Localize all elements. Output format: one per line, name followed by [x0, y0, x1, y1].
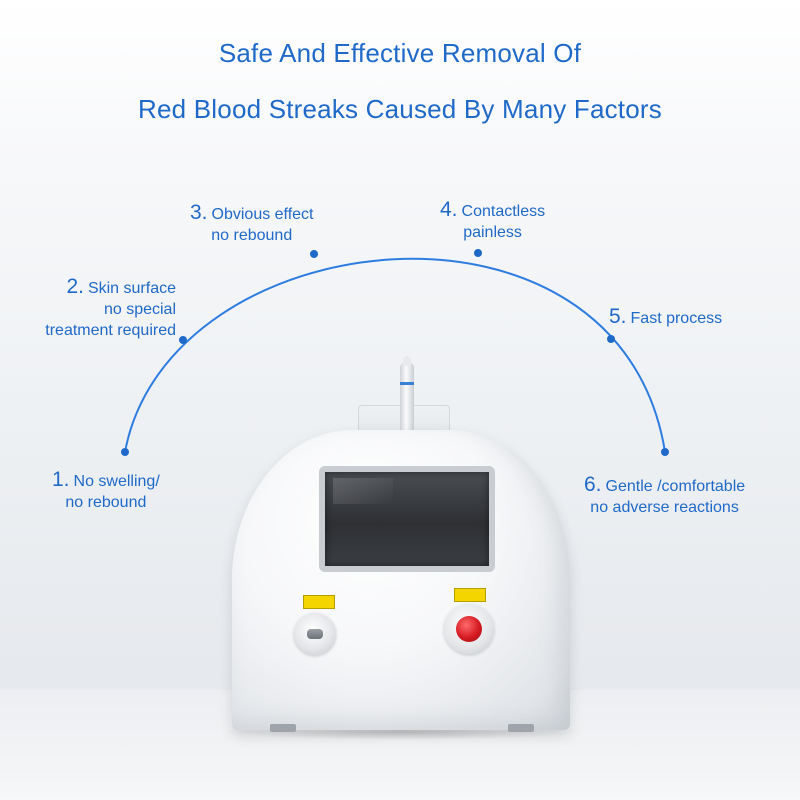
laser-handpiece [400, 356, 414, 448]
arc-dot-icon [310, 250, 318, 258]
feature-text: no special [103, 301, 176, 318]
feature-text: Fast process [630, 310, 723, 327]
handpiece-tip [403, 356, 411, 366]
emergency-stop-button [456, 616, 482, 642]
feature-text: no rebound [65, 494, 147, 511]
feature-text: Obvious effect [211, 206, 314, 223]
arc-dot-icon [607, 335, 615, 343]
feature-number: 1. [52, 468, 70, 491]
feature-text: Gentle /comfortable [605, 478, 746, 495]
arc-dot-icon [474, 249, 482, 257]
key-switch-icon [294, 613, 336, 655]
feature-3: 3.Obvious effect no rebound [190, 202, 314, 246]
feature-text: no adverse reactions [590, 499, 739, 516]
device-screen [319, 466, 495, 572]
arc-dot-icon [661, 448, 669, 456]
arc-dot-icon [121, 448, 129, 456]
feature-5: 5.Fast process [609, 306, 722, 329]
feature-4: 4.Contactless painless [440, 199, 545, 243]
feature-text: no rebound [211, 227, 293, 244]
feature-number: 4. [440, 198, 458, 221]
feature-2: 2.Skin surface no special treatment requ… [20, 276, 176, 341]
device-foot [508, 724, 534, 732]
feature-number: 6. [584, 473, 602, 496]
feature-6: 6.Gentle /comfortable no adverse reactio… [584, 474, 745, 518]
emergency-stop-icon [444, 604, 494, 654]
feature-number: 3. [190, 201, 208, 224]
feature-1: 1.No swelling/ no rebound [52, 469, 160, 513]
feature-text: painless [463, 224, 522, 241]
feature-number: 5. [609, 305, 627, 328]
device-foot [270, 724, 296, 732]
warning-sticker [303, 595, 335, 609]
handpiece-ring [400, 382, 414, 385]
feature-text: treatment required [45, 322, 176, 339]
headline-line-2: Red Blood Streaks Caused By Many Factors [138, 94, 662, 124]
feature-number: 2. [66, 275, 84, 298]
feature-text: No swelling/ [73, 473, 160, 490]
feature-text: Contactless [461, 203, 546, 220]
warning-sticker [454, 588, 486, 602]
feature-text: Skin surface [87, 280, 176, 297]
key-slot [307, 629, 323, 639]
headline-line-1: Safe And Effective Removal Of [218, 38, 582, 68]
arc-dot-icon [179, 336, 187, 344]
